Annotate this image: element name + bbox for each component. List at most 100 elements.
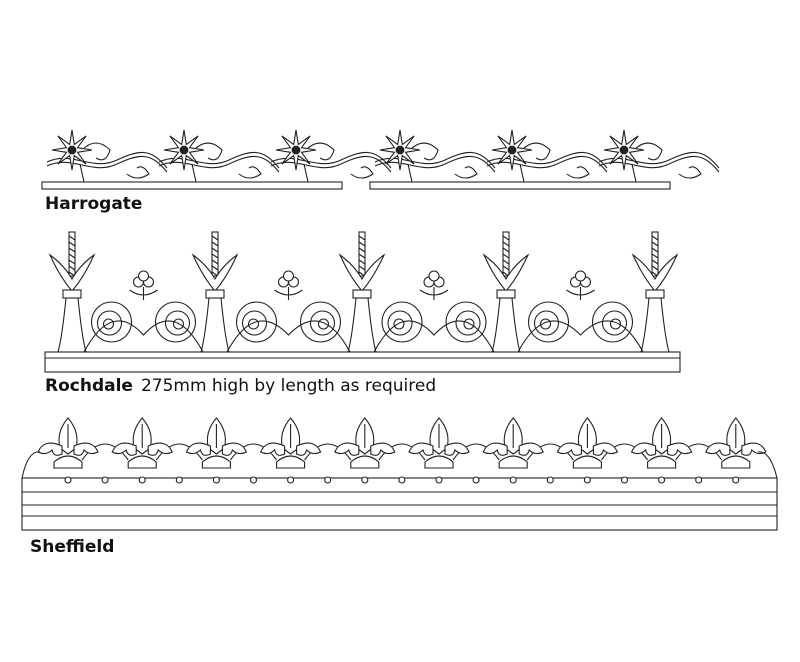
rochdale-twist xyxy=(211,247,219,253)
rochdale-flower-petal xyxy=(137,270,150,282)
rochdale-twist xyxy=(651,241,659,247)
rochdale-base-rail xyxy=(44,351,681,373)
harrogate-label: Harrogate xyxy=(45,194,142,214)
rochdale-twist xyxy=(211,253,219,259)
rochdale-collar xyxy=(645,289,665,299)
rochdale-scroll xyxy=(235,301,278,343)
sheffield-fleur-left xyxy=(259,442,286,456)
sheffield-fleur-left xyxy=(482,442,508,456)
rochdale-flower-stem xyxy=(419,287,449,300)
rochdale-scroll-core xyxy=(393,318,405,330)
sheffield-arch xyxy=(229,443,278,461)
sheffield-fleur-left xyxy=(37,442,63,456)
sheffield-fleur-left xyxy=(705,442,731,456)
rochdale-twist xyxy=(68,241,76,247)
sheffield-fleur-right xyxy=(221,442,248,456)
rochdale-twist xyxy=(502,247,510,253)
rochdale-scroll-core xyxy=(609,318,622,330)
sheffield-arch xyxy=(600,443,649,461)
rochdale-twist xyxy=(651,247,659,253)
rochdale-post xyxy=(491,297,521,353)
rochdale-description: 275mm high by length as required xyxy=(140,376,437,396)
sheffield-fleur-right xyxy=(592,442,619,456)
sheffield-end-scroll xyxy=(757,451,778,479)
rochdale-scroll xyxy=(299,301,342,343)
harrogate-star-centre xyxy=(507,145,517,155)
sheffield-name: Sheffield xyxy=(30,537,115,557)
harrogate-curl xyxy=(678,166,702,179)
sheffield-arch xyxy=(378,443,426,461)
harrogate-curl xyxy=(193,142,223,161)
sheffield-rivet xyxy=(64,476,72,484)
sheffield-fleur-right xyxy=(518,442,544,456)
harrogate-curl xyxy=(566,166,590,179)
rochdale-collar xyxy=(205,289,225,299)
rochdale-post xyxy=(57,297,87,353)
rochdale-scroll-inner xyxy=(164,310,191,336)
sheffield-base-rail xyxy=(21,477,778,531)
sheffield-rivet xyxy=(620,476,629,484)
rochdale-scroll xyxy=(591,301,634,343)
rochdale-scroll-core xyxy=(247,318,260,330)
rochdale-twist xyxy=(358,265,366,271)
sheffield-rivet xyxy=(101,476,109,484)
harrogate-tendril xyxy=(374,155,496,173)
sheffield-fleur-left xyxy=(334,442,360,456)
harrogate-leg xyxy=(519,163,525,183)
rochdale-leaf-cup xyxy=(191,253,239,292)
sheffield-fleur-left xyxy=(111,442,137,456)
sheffield-rivet xyxy=(695,476,703,484)
rochdale-post xyxy=(347,297,377,353)
harrogate-leg xyxy=(303,163,309,183)
sheffield-arch xyxy=(526,443,574,461)
rochdale-twist xyxy=(68,235,76,241)
rochdale-flower-petal xyxy=(574,270,587,282)
rochdale-twist xyxy=(211,235,219,241)
sheffield-fleur-right xyxy=(444,442,470,456)
rochdale-scroll xyxy=(154,301,197,343)
sheffield-railing-drawing xyxy=(21,417,778,531)
harrogate-base-rail xyxy=(369,181,671,190)
harrogate-railing-drawing xyxy=(41,129,720,190)
sheffield-arch xyxy=(675,443,723,461)
harrogate-star-centre xyxy=(67,145,77,155)
sheffield-arch xyxy=(304,443,352,461)
harrogate-star-centre xyxy=(395,145,405,155)
rochdale-scroll-core xyxy=(102,318,115,330)
harrogate-name: Harrogate xyxy=(45,194,143,214)
rochdale-scroll-inner xyxy=(241,310,268,336)
rochdale-twist xyxy=(211,265,219,271)
rochdale-twist xyxy=(502,259,510,265)
rochdale-scroll-core xyxy=(317,318,330,330)
harrogate-curl xyxy=(305,142,335,161)
harrogate-curl xyxy=(409,142,439,161)
rochdale-scroll-core xyxy=(463,318,475,330)
rochdale-leaf-cup xyxy=(48,253,96,292)
rochdale-twist xyxy=(358,235,366,241)
rochdale-flower-stem xyxy=(129,287,158,300)
harrogate-curl xyxy=(81,142,111,161)
rochdale-scroll-core xyxy=(539,318,552,330)
sheffield-fleur-base xyxy=(276,455,306,469)
harrogate-curl xyxy=(126,166,150,179)
harrogate-base-rail xyxy=(41,181,343,190)
rochdale-twist xyxy=(358,253,366,259)
sheffield-rivet xyxy=(398,476,406,484)
sheffield-arch xyxy=(81,443,129,461)
rochdale-twist xyxy=(358,241,366,247)
sheffield-fleur-base xyxy=(127,455,157,469)
rochdale-flower-petal xyxy=(282,270,295,282)
rochdale-scroll xyxy=(381,301,423,343)
sheffield-fleur-right xyxy=(667,442,693,456)
rochdale-arch xyxy=(373,320,495,353)
harrogate-tendril xyxy=(598,155,720,173)
rochdale-twist xyxy=(651,253,659,259)
rochdale-post xyxy=(640,297,670,353)
rochdale-twist xyxy=(358,259,366,265)
sheffield-end-scroll xyxy=(21,451,41,479)
rochdale-scroll-inner xyxy=(387,310,413,336)
rochdale-twist xyxy=(651,235,659,241)
harrogate-star-centre xyxy=(179,145,189,155)
rochdale-twist xyxy=(502,235,510,241)
